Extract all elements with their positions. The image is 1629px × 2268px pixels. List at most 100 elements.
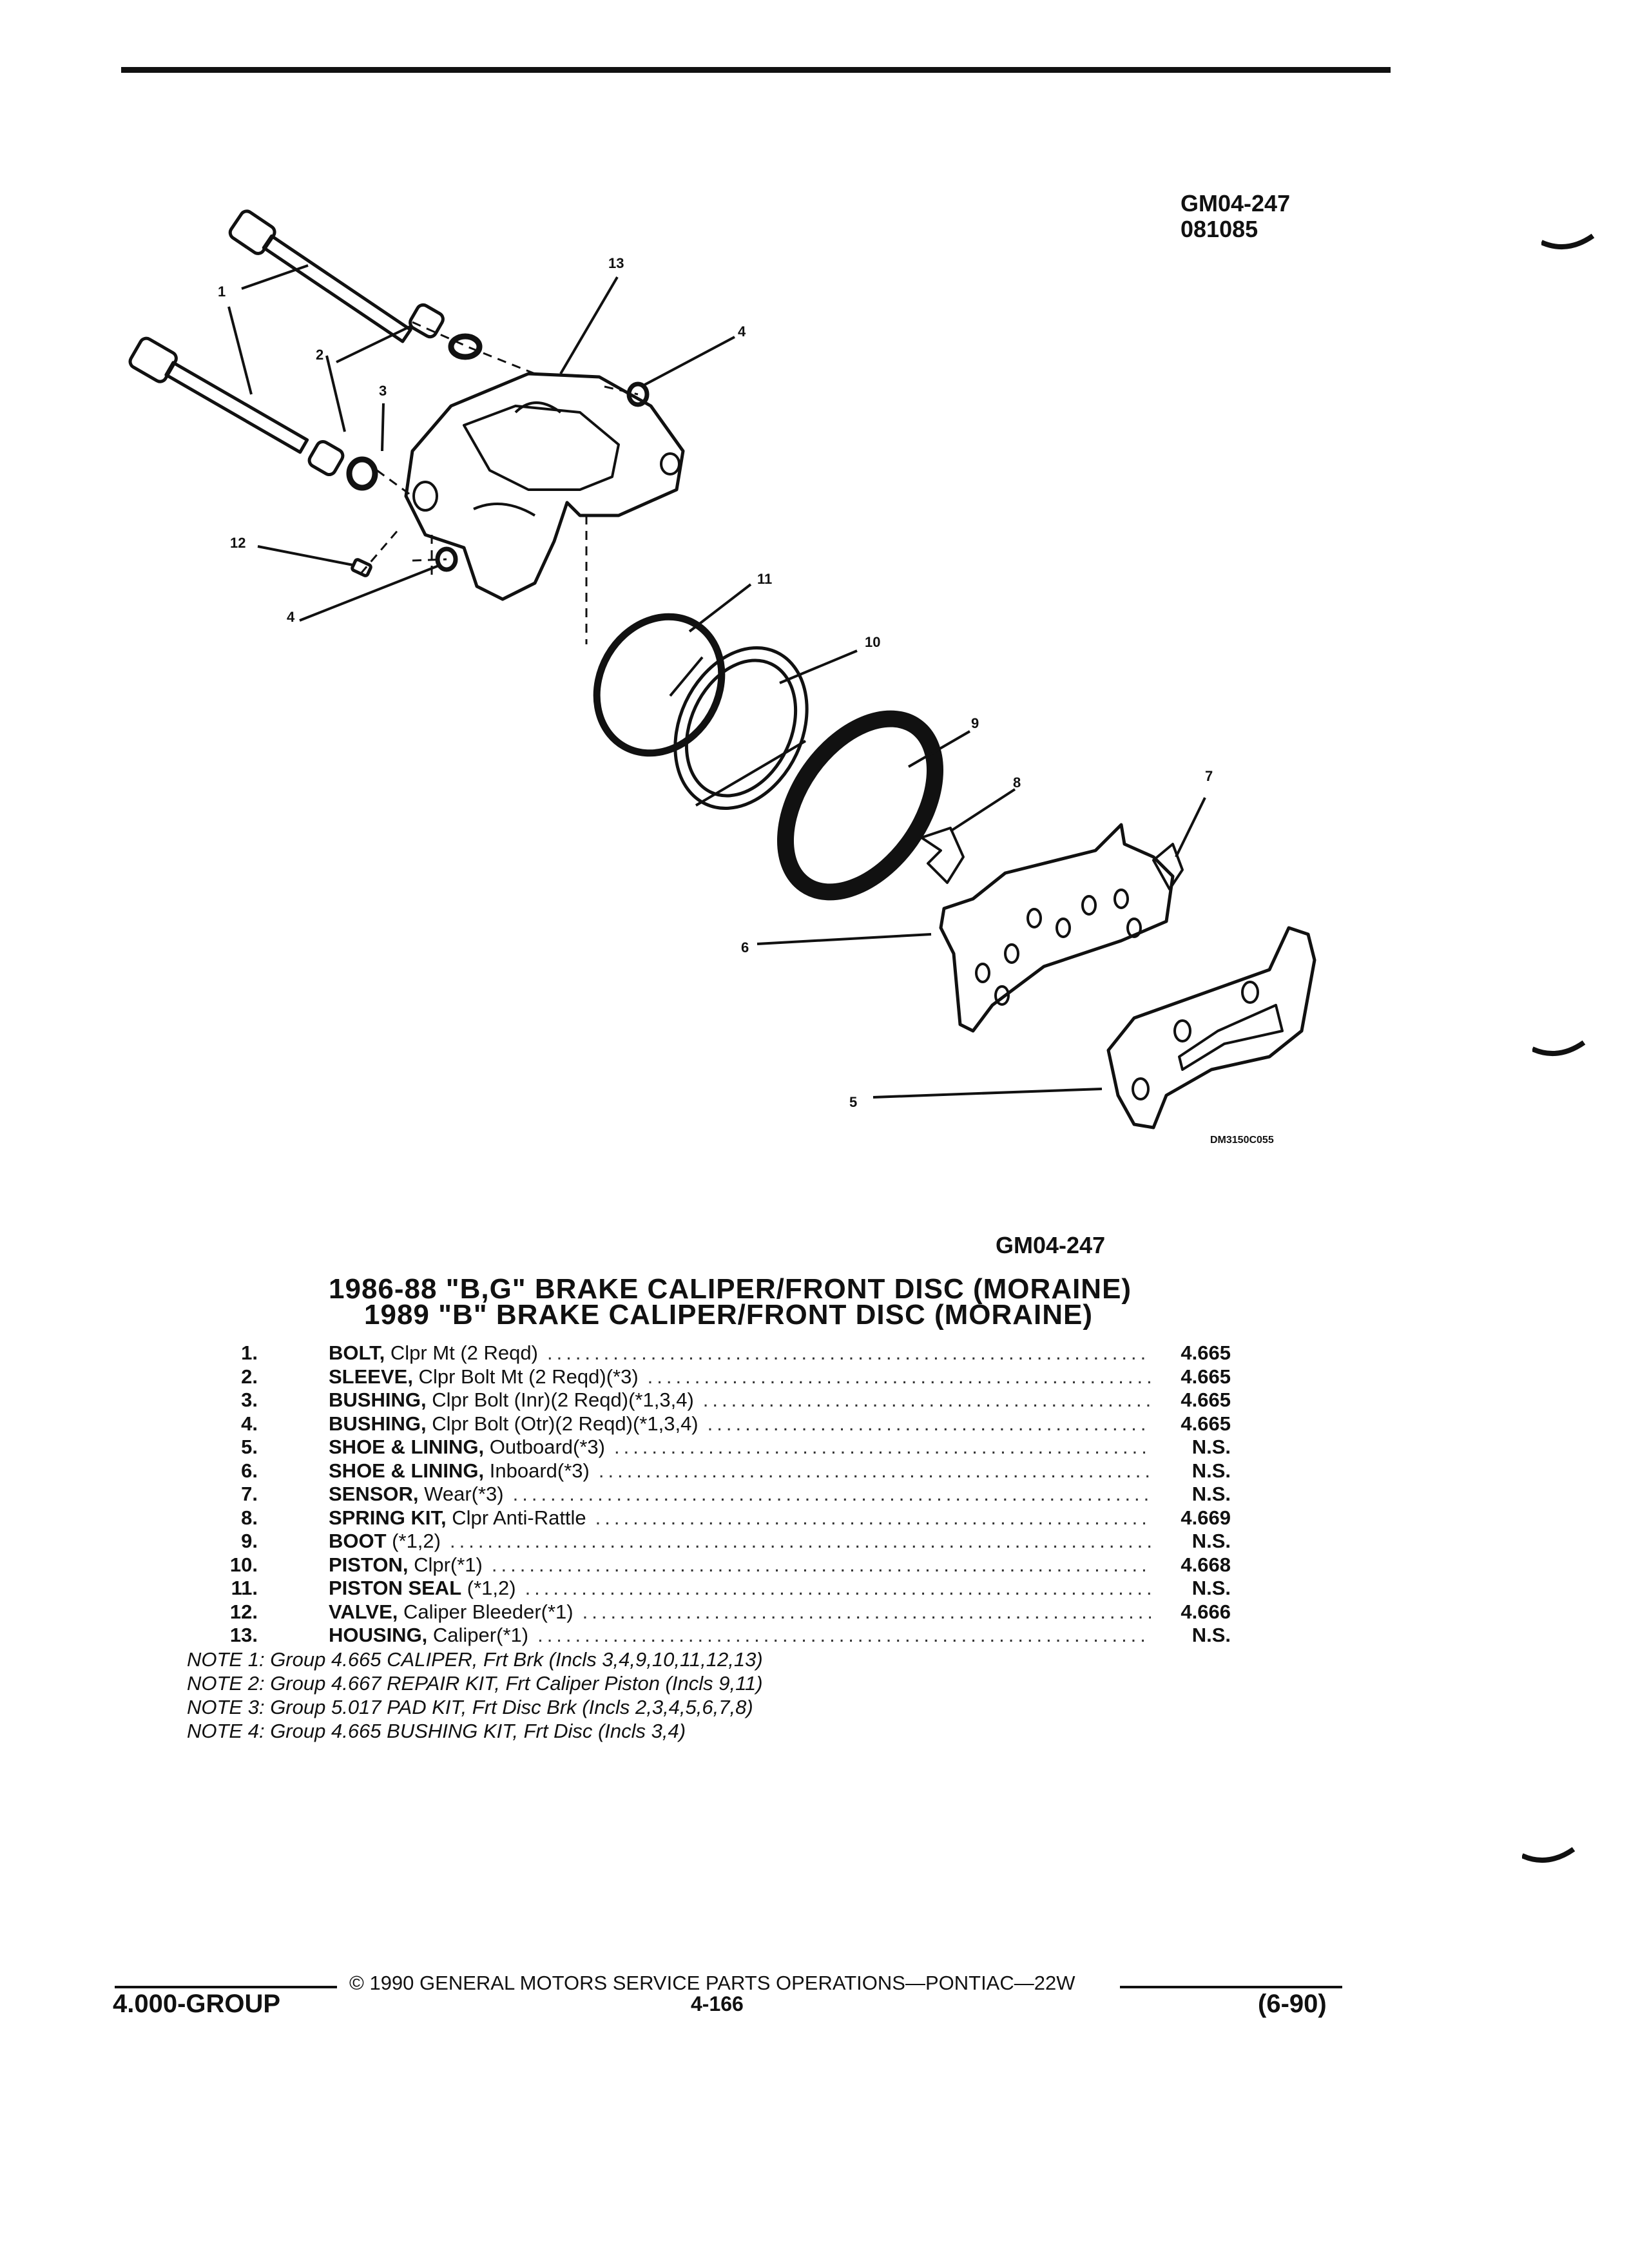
item-group: 4.665 [1181, 1341, 1231, 1364]
callout-9: 9 [971, 715, 979, 731]
item-name: VALVE, [329, 1600, 398, 1623]
item-number: 7. [241, 1483, 258, 1505]
note-4: NOTE 4: Group 4.665 BUSHING KIT, Frt Dis… [187, 1720, 686, 1742]
callout-7: 7 [1205, 768, 1213, 784]
item-description: Outboard(*3) [484, 1436, 605, 1458]
callout-4-right: 4 [738, 323, 746, 340]
list-item: 8. SPRING KIT, Clpr Anti-Rattle 4.669 [187, 1506, 1231, 1530]
caliper-housing [404, 372, 685, 601]
parts-list: 1.BOLT, Clpr Mt (2 Reqd)4.665 2.SLEEVE, … [187, 1341, 1231, 1648]
item-number: 10. [229, 1553, 258, 1576]
leader-dots [583, 1600, 1151, 1624]
item-number: 5. [241, 1436, 258, 1458]
list-item: 7.SENSOR, Wear(*3)N.S. [187, 1483, 1231, 1506]
item-number: 4. [241, 1412, 258, 1435]
item-description: Wear(*3) [418, 1483, 504, 1505]
item-description: Clpr Bolt Mt (2 Reqd)(*3) [412, 1365, 639, 1388]
leader-dots [492, 1553, 1151, 1577]
leader-dots [537, 1624, 1151, 1648]
item-number: 13. [229, 1624, 258, 1646]
anti-rattle-spring [920, 827, 965, 884]
item-name: SPRING KIT, [329, 1506, 447, 1529]
item-group: N.S. [1191, 1436, 1231, 1458]
item-group: N.S. [1191, 1624, 1231, 1646]
leader-dots [547, 1341, 1151, 1365]
list-item: 2. SLEEVE, Clpr Bolt Mt (2 Reqd)(*3) 4.665 [187, 1365, 1231, 1389]
item-number: 9. [241, 1530, 258, 1552]
callout-1-upper: 1 [218, 284, 226, 300]
list-item: 3.BUSHING, Clpr Bolt (Inr)(2 Reqd)(*1,3,… [187, 1389, 1231, 1412]
leader-dots [595, 1506, 1151, 1530]
leader-dots [703, 1389, 1151, 1412]
item-description: Caliper(*1) [427, 1624, 529, 1646]
callout-2: 2 [316, 347, 323, 363]
bolt-lower [128, 336, 309, 454]
item-name: SENSOR, [329, 1483, 419, 1505]
figure-code: GM04-247 081085 [1181, 191, 1290, 242]
item-name: BUSHING, [329, 1412, 427, 1435]
list-item: 1.BOLT, Clpr Mt (2 Reqd)4.665 [187, 1341, 1231, 1365]
list-item: 6.SHOE & LINING, Inboard(*3)N.S. [187, 1459, 1231, 1483]
item-description: Clpr Mt (2 Reqd) [385, 1341, 538, 1364]
figure-caption-code: GM04-247 [996, 1232, 1106, 1258]
item-description: Clpr Bolt (Inr)(2 Reqd)(*1,3,4) [426, 1389, 694, 1411]
list-item: 13. HOUSING, Caliper(*1) N.S. [187, 1624, 1231, 1648]
note-1: NOTE 1: Group 4.665 CALIPER, Frt Brk (In… [187, 1648, 763, 1671]
item-name: BOOT [329, 1530, 387, 1552]
item-description: (*1,2) [461, 1577, 516, 1599]
item-number: 8. [241, 1506, 258, 1529]
list-item: 5.SHOE & LINING, Outboard(*3)N.S. [187, 1436, 1231, 1459]
wear-sensor [1152, 843, 1184, 890]
item-description: Caliper Bleeder(*1) [398, 1600, 574, 1623]
callout-12: 12 [230, 535, 246, 551]
sleeve-upper [409, 303, 445, 339]
item-number: 2. [241, 1365, 258, 1388]
callout-10: 10 [865, 634, 880, 650]
brake-caliper-exploded-diagram: 1 1 2 3 4 4 5 6 7 8 9 10 11 12 13 DM3150… [128, 209, 1316, 1146]
callout-labels: 1 1 2 3 4 4 5 6 7 8 9 10 11 12 13 DM3150… [218, 255, 1274, 1146]
footer-rule-right [1120, 1986, 1342, 1988]
item-group: 4.669 [1181, 1506, 1231, 1529]
leader-dots [708, 1412, 1151, 1436]
item-group: 4.665 [1181, 1365, 1231, 1388]
list-item: 12. VALVE, Caliper Bleeder(*1) 4.666 [187, 1600, 1231, 1624]
note-2: NOTE 2: Group 4.667 REPAIR KIT, Frt Cali… [187, 1672, 763, 1695]
leader-dots [614, 1436, 1151, 1459]
binder-mark-2 [1532, 1040, 1586, 1057]
callout-11: 11 [757, 571, 772, 587]
item-number: 6. [241, 1459, 258, 1482]
item-name: PISTON, [329, 1553, 409, 1576]
piston-seal [593, 613, 726, 757]
leader-dots [450, 1530, 1151, 1553]
copyright-line: © 1990 GENERAL MOTORS SERVICE PARTS OPER… [349, 1972, 1075, 1994]
callout-8: 8 [1013, 774, 1021, 791]
list-item: 4.BUSHING, Clpr Bolt (Otr)(2 Reqd)(*1,3,… [187, 1412, 1231, 1436]
item-group: 4.666 [1181, 1600, 1231, 1623]
list-item: 9.BOOT (*1,2)N.S. [187, 1530, 1231, 1553]
footer-group: 4.000-GROUP [113, 1990, 281, 2018]
leader-dots [525, 1577, 1151, 1600]
illustration-id: DM3150C055 [1210, 1135, 1274, 1146]
item-number: 11. [231, 1577, 258, 1599]
callout-5: 5 [849, 1094, 857, 1110]
bushing-3-upper [448, 333, 483, 360]
item-name: HOUSING, [329, 1624, 428, 1646]
bleeder-valve [351, 558, 372, 577]
callout-13: 13 [608, 255, 624, 271]
item-name: BUSHING, [329, 1389, 427, 1411]
title-line-1: 1986-88 "B,G" BRAKE CALIPER/FRONT DISC (… [329, 1273, 1132, 1305]
footer-rule-left [115, 1986, 337, 1988]
top-rule [121, 67, 1391, 73]
outboard-shoe [1106, 926, 1316, 1129]
figure-code-line2: 081085 [1181, 216, 1258, 242]
item-description: Clpr Anti-Rattle [446, 1506, 586, 1529]
item-group: 4.665 [1181, 1389, 1231, 1411]
list-item: 10.PISTON, Clpr(*1)4.668 [187, 1553, 1231, 1577]
item-number: 12. [229, 1600, 258, 1623]
item-name: SLEEVE, [329, 1365, 413, 1388]
inboard-shoe [939, 823, 1175, 1033]
item-name: SHOE & LINING, [329, 1459, 485, 1482]
bushing-3-lower [346, 456, 378, 491]
item-group: 4.668 [1181, 1553, 1231, 1576]
callout-6: 6 [741, 939, 749, 956]
